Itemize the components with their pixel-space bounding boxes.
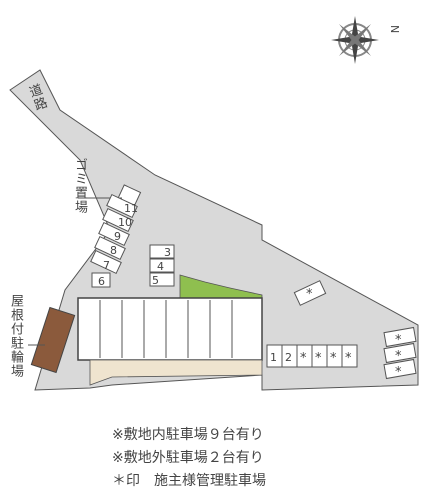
parking-offsite-label: *	[306, 287, 313, 302]
parking-label-3: 3	[164, 246, 171, 259]
parking-label-9: 9	[114, 230, 121, 243]
note-offsite-parking: ※敷地外駐車場２台有り	[112, 450, 264, 466]
building	[77, 297, 263, 361]
parking-row	[266, 344, 358, 368]
parking-right	[383, 326, 417, 380]
note-owner-parking: ＊印 施主様管理駐車場	[112, 473, 266, 489]
parking-label-7: 7	[103, 259, 110, 272]
parking-label-6: 6	[98, 275, 105, 288]
parking-row-label-1: 1	[270, 351, 277, 364]
parking-label-5: 5	[152, 274, 159, 287]
parking-right-label-3: *	[395, 365, 402, 380]
parking-right-label-1: *	[395, 333, 402, 348]
compass-label: N	[388, 25, 401, 33]
parking-slot-6	[91, 272, 111, 288]
garbage-label: ゴミ置場	[72, 158, 87, 214]
parking-row-label-4: *	[315, 351, 322, 366]
bicycle-label: 屋根付駐輪場	[8, 294, 23, 378]
parking-offsite	[293, 280, 327, 306]
parking-middle-stack	[149, 244, 175, 287]
parking-row-label-2: 2	[285, 351, 292, 364]
note-onsite-parking: ※敷地内駐車場９台有り	[112, 427, 264, 443]
parking-row-label-3: *	[300, 351, 307, 366]
walkway	[89, 359, 263, 386]
parking-row-label-5: *	[330, 351, 337, 366]
parking-label-11: 11	[124, 202, 138, 215]
parking-right-label-2: *	[395, 349, 402, 364]
bicycle-shelter	[30, 306, 76, 374]
parking-label-10: 10	[118, 216, 132, 229]
building-units	[99, 300, 233, 358]
parking-label-4: 4	[157, 260, 164, 273]
parking-left-stack	[90, 193, 138, 275]
compass-icon	[331, 16, 379, 64]
parking-row-label-6: *	[345, 351, 352, 366]
parking-label-8: 8	[110, 244, 117, 257]
